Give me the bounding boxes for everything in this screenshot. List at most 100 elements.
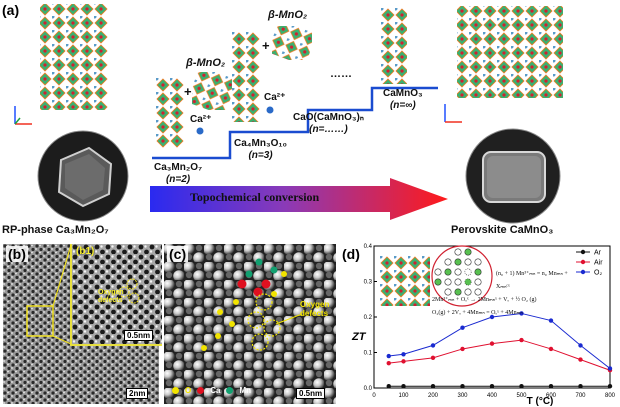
x-tick-label: 100 [398, 393, 409, 399]
atom-markers [201, 258, 303, 351]
step-n3: Ca₄Mn₃O₁₀ (n=3) [234, 138, 287, 162]
panel-b-letter: (b) [6, 246, 28, 262]
topochemical-arrow [150, 178, 448, 220]
ca-ion-sphere-2 [266, 106, 274, 114]
step-n3-index: (n=3) [248, 150, 273, 161]
step-ninf-index: (n=∞) [389, 100, 416, 111]
y-tick-label: 0.2 [364, 315, 373, 321]
inset-defect-schematic [431, 245, 493, 307]
legend-mn-dot [226, 387, 234, 394]
schematic-site [454, 258, 462, 266]
data-point-Air [489, 341, 495, 346]
plus-sign-2: + [262, 38, 270, 53]
equation-2: 2Mn³⁺ₘₙ + Oₒˣ → 2Mnₘₙˣ + Vₒ + ½ O₂ (g) [432, 297, 537, 303]
data-point-O₂ [430, 343, 436, 348]
panel-c-letter: (c) [167, 246, 189, 262]
step-n2: Ca₃Mn₂O₇ (n=2) [154, 162, 202, 186]
equation-3: O₂(g) + 2Vₒ + 4Mnₘₙ = Oₒˣ + 4Mnₘₙ [432, 310, 523, 316]
step-nn-index: (n=……) [309, 124, 348, 135]
step-n3-formula: Ca₄Mn₃O₁₀ [234, 138, 288, 149]
legend-label-Air: Air [594, 260, 603, 267]
ion-label-1: Ca²⁺ [190, 114, 212, 125]
step-n2-index: (n=2) [165, 174, 191, 185]
slab-ninf-structure [381, 8, 407, 84]
data-point-O₂ [607, 366, 613, 371]
step-nn-formula: CaO(CaMnO₃)ₙ [293, 112, 364, 123]
mno2-cluster-2 [272, 26, 312, 60]
axis-triad-icon [14, 106, 32, 125]
data-point-Air [519, 337, 524, 343]
ca-ion-sphere-1 [196, 127, 204, 135]
y-tick-label: 0.4 [364, 244, 373, 250]
perovskite-crystal-structure [457, 6, 563, 98]
data-point-Ar [460, 384, 465, 389]
legend-marker-O₂ [580, 269, 586, 275]
ellipsis-dots: …… [330, 68, 352, 80]
schematic-site [444, 278, 452, 286]
hrtem-inset-b1 [70, 244, 162, 346]
data-point-Air [578, 357, 583, 362]
reagent-1-label: β-MnO₂ [186, 57, 226, 69]
data-point-O₂ [519, 311, 524, 316]
arrow-label: Topochemical conversion [190, 190, 320, 204]
data-point-Air [460, 346, 465, 352]
data-point-Ar [386, 384, 391, 389]
right-caption: Perovskite CaMnO₃ [451, 224, 554, 236]
schematic-site [474, 268, 482, 276]
panel-a-letter: (a) [2, 2, 20, 18]
slab-n3-structure [232, 32, 260, 122]
schematic-site [464, 248, 472, 256]
data-point-Ar [578, 384, 583, 389]
data-point-Ar [489, 384, 495, 389]
left-caption: RP-phase Ca₃Mn₂O₇ [2, 224, 109, 236]
schematic-site [464, 258, 472, 266]
slab-n2-structure [156, 78, 184, 148]
panel-c-defect-note: Oxygen defects [300, 300, 330, 318]
step-ninf: CaMnO₃ (n=∞) [383, 88, 423, 112]
schematic-site [444, 288, 452, 296]
data-point-Ar [401, 384, 406, 389]
legend-label-Ar: Ar [594, 250, 602, 257]
data-point-O₂ [386, 353, 391, 359]
y-tick-label: 0.0 [364, 386, 373, 392]
x-tick-label: 400 [487, 393, 498, 399]
panel-b-scalebar: 2nm [126, 388, 149, 399]
perovskite-sem-image [465, 128, 561, 224]
schematic-lattice [434, 248, 482, 296]
series-line-Air [388, 339, 611, 371]
ion-label-2: Ca²⁺ [264, 92, 286, 103]
data-point-Air [401, 359, 406, 364]
reagent-2-label: β-MnO₂ [268, 9, 308, 21]
legend-ca-label: Ca [210, 386, 221, 395]
schematic-site [464, 268, 472, 276]
zoom-indicator-lines [26, 244, 72, 345]
schematic-site [444, 258, 452, 266]
axis-triad-icon-right [444, 104, 462, 123]
data-point-O₂ [401, 352, 406, 357]
schematic-site [444, 268, 452, 276]
data-point-Ar [548, 384, 554, 389]
legend-o-dot [172, 387, 179, 394]
staircase-line [152, 86, 438, 160]
legend-marker-Air [580, 259, 586, 265]
schematic-site [464, 288, 472, 296]
schematic-site [454, 268, 462, 276]
panel-c-legend: O Ca Mn [172, 386, 251, 395]
data-point-O₂ [460, 325, 465, 330]
panel-b1-letter: (b1) [76, 246, 95, 257]
step-ninf-formula: CaMnO₃ [383, 88, 423, 99]
defect-equations: (n₀ + 1) Mn³⁺ₘₙ = n₀ Mnₘₙ + Xₘₙᶜˣ 2Mn³⁺ₘ… [432, 268, 582, 320]
schematic-site [454, 288, 462, 296]
data-point-O₂ [548, 318, 554, 323]
mno2-cluster-1 [192, 72, 232, 110]
x-tick-label: 300 [457, 393, 468, 399]
data-point-O₂ [578, 343, 583, 348]
rp-phase-crystal-structure [40, 4, 108, 110]
data-point-Ar [430, 384, 436, 389]
step-nn: CaO(CaMnO₃)ₙ (n=……) [293, 112, 364, 136]
legend-mn-label: Mn [239, 386, 252, 395]
data-point-Air [386, 360, 391, 366]
legend-o-label: O [185, 386, 192, 395]
data-point-Air [430, 355, 436, 361]
